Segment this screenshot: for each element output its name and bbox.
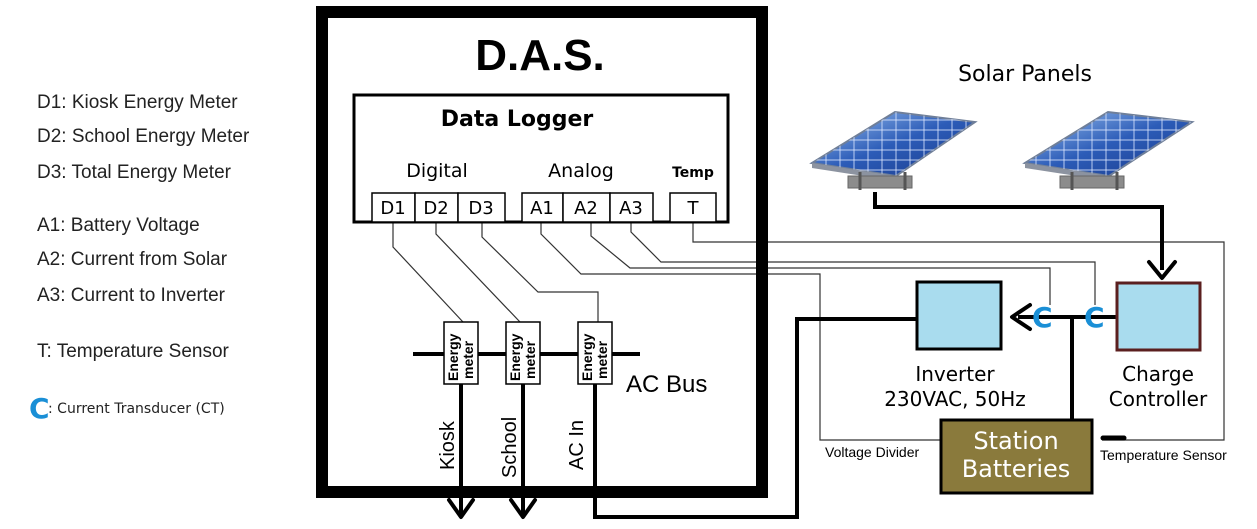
wire-inverter-to-acin bbox=[593, 317, 917, 519]
wire-a1 bbox=[540, 223, 941, 441]
charge-controller-label-1: Charge bbox=[1122, 362, 1194, 386]
legend-d1: D1: Kiosk Energy Meter bbox=[37, 92, 238, 113]
analog-label: Analog bbox=[548, 160, 614, 182]
port-label-d2: D2 bbox=[423, 198, 448, 219]
wire-d2 bbox=[435, 223, 521, 323]
ct-inverter-icon: C bbox=[1032, 301, 1053, 334]
wire-a3 bbox=[630, 223, 1096, 305]
batteries-label-2: Batteries bbox=[962, 455, 1071, 483]
solar-panel-icon bbox=[809, 110, 978, 190]
arrowheads bbox=[447, 260, 1177, 519]
legend-d2: D2: School Energy Meter bbox=[37, 126, 250, 147]
port-row bbox=[371, 192, 717, 223]
output-school-label: School bbox=[499, 417, 521, 478]
legend: D1: Kiosk Energy Meter D2: School Energy… bbox=[29, 92, 250, 425]
arrow-down-icon bbox=[447, 498, 475, 519]
digital-label: Digital bbox=[406, 160, 468, 182]
solar-panel-icon bbox=[1022, 110, 1195, 190]
charge-controller-box bbox=[1115, 281, 1202, 352]
port-a3 bbox=[609, 192, 654, 223]
inverter-box bbox=[915, 280, 1003, 351]
port-t bbox=[669, 192, 717, 223]
output-kiosk-label: Kiosk bbox=[437, 420, 459, 470]
port-label-a2: A2 bbox=[574, 198, 598, 219]
wire-a2 bbox=[590, 223, 1051, 305]
temperature-sensor-label: Temperature Sensor bbox=[1100, 447, 1227, 463]
port-d1 bbox=[371, 192, 416, 223]
output-acin-label: AC In bbox=[566, 420, 588, 470]
arrow-down-icon bbox=[1147, 260, 1177, 280]
port-label-d3: D3 bbox=[468, 198, 493, 219]
ac-bus-label: AC Bus bbox=[626, 371, 707, 398]
wire-d3 bbox=[481, 223, 599, 322]
port-d3 bbox=[457, 192, 506, 223]
port-label-a3: A3 bbox=[619, 198, 643, 219]
meter-school-line1: Energy bbox=[507, 333, 523, 381]
das-title: D.A.S. bbox=[475, 31, 605, 80]
meter-kiosk-line1: Energy bbox=[445, 333, 461, 381]
arrow-down-icon bbox=[509, 498, 537, 519]
station-batteries-box bbox=[939, 418, 1094, 495]
energy-meters: Energy meter Energy meter Energy meter bbox=[443, 321, 613, 385]
ct-solar-icon: C bbox=[1084, 301, 1105, 334]
legend-d3: D3: Total Energy Meter bbox=[37, 162, 232, 183]
solar-panels-label: Solar Panels bbox=[958, 62, 1092, 87]
legend-a2: A2: Current from Solar bbox=[37, 249, 228, 270]
legend-a3: A3: Current to Inverter bbox=[37, 285, 226, 306]
port-label-t: T bbox=[687, 198, 700, 219]
das-enclosure bbox=[316, 6, 768, 498]
energy-meter-kiosk bbox=[443, 321, 479, 385]
meter-school-line2: meter bbox=[522, 340, 538, 379]
legend-t: T: Temperature Sensor bbox=[37, 341, 230, 362]
meter-acin-line1: Energy bbox=[579, 333, 595, 381]
temp-label: Temp bbox=[672, 165, 714, 181]
signal-wires bbox=[392, 223, 1225, 441]
ct-legend-icon: C bbox=[29, 392, 50, 425]
legend-a1: A1: Battery Voltage bbox=[37, 215, 200, 236]
energy-meter-school bbox=[505, 321, 541, 385]
wire-t bbox=[692, 223, 1225, 441]
charge-controller-label-2: Controller bbox=[1109, 387, 1208, 411]
port-label-a1: A1 bbox=[530, 198, 554, 219]
data-logger-title: Data Logger bbox=[441, 107, 594, 132]
energy-meter-acin bbox=[577, 321, 613, 385]
meter-kiosk-line2: meter bbox=[460, 340, 476, 379]
batteries-label-1: Station bbox=[973, 427, 1058, 455]
voltage-divider-label: Voltage Divider bbox=[825, 444, 920, 460]
legend-ct: : Current Transducer (CT) bbox=[48, 401, 225, 417]
inverter-label-1: Inverter bbox=[915, 362, 995, 386]
meter-acin-line2: meter bbox=[594, 340, 610, 379]
port-label-d1: D1 bbox=[380, 198, 405, 219]
inverter-label-2: 230VAC, 50Hz bbox=[884, 387, 1026, 411]
arrow-left-icon bbox=[1010, 303, 1032, 331]
wire-panels-to-controller bbox=[873, 192, 1164, 270]
data-logger: Data Logger Digital Analog Temp D1 D2 D3… bbox=[352, 93, 730, 224]
wire-d1 bbox=[392, 223, 464, 323]
